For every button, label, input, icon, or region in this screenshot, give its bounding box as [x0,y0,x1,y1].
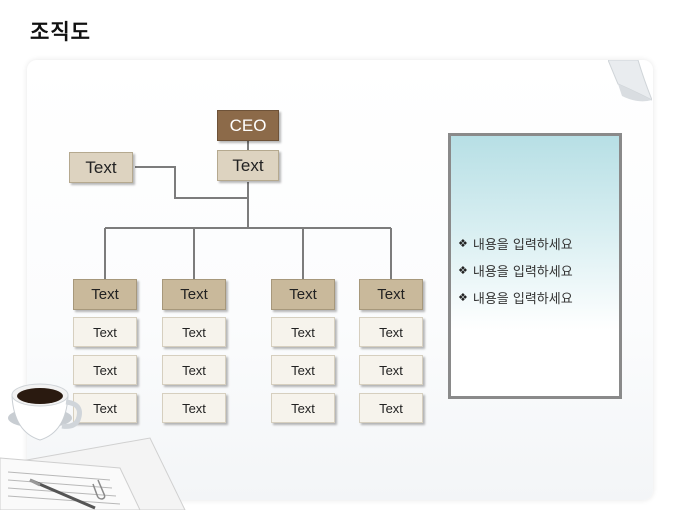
bullet-text: 내용을 입력하세요 [472,265,573,280]
diamond-bullet-icon: ❖ [458,291,468,304]
page-curl-decoration [608,60,652,102]
department-head-box: Text [271,279,335,310]
member-box: Text [162,393,226,423]
member-box: Text [359,393,423,423]
bullet-list: ❖ 내용을 입력하세요 ❖ 내용을 입력하세요 ❖ 내용을 입력하세요 [458,230,628,311]
pen-icon [29,478,96,510]
member-box: Text [73,317,137,347]
paper-documents-icon [0,437,186,510]
member-box: Text [271,393,335,423]
bullet-item: ❖ 내용을 입력하세요 [458,257,628,284]
advisor-box: Text [69,152,133,183]
diamond-bullet-icon: ❖ [458,237,468,250]
bullet-item: ❖ 내용을 입력하세요 [458,230,628,257]
bullet-text: 내용을 입력하세요 [472,292,573,307]
department-head-box: Text [73,279,137,310]
department-head-box: Text [162,279,226,310]
member-box: Text [359,355,423,385]
ceo-box: CEO [217,110,279,141]
member-box: Text [162,355,226,385]
content-panel [448,133,622,399]
member-box: Text [73,393,137,423]
diamond-bullet-icon: ❖ [458,264,468,277]
bullet-item: ❖ 내용을 입력하세요 [458,284,628,311]
member-box: Text [73,355,137,385]
bullet-text: 내용을 입력하세요 [472,238,573,253]
page-title: 조직도 [30,20,91,44]
paper-clip-icon [92,479,106,500]
member-box: Text [271,317,335,347]
coffee-cup-icon [8,383,82,441]
executive-box: Text [217,150,279,181]
member-box: Text [162,317,226,347]
department-head-box: Text [359,279,423,310]
member-box: Text [271,355,335,385]
member-box: Text [359,317,423,347]
desk-decoration [0,383,186,510]
